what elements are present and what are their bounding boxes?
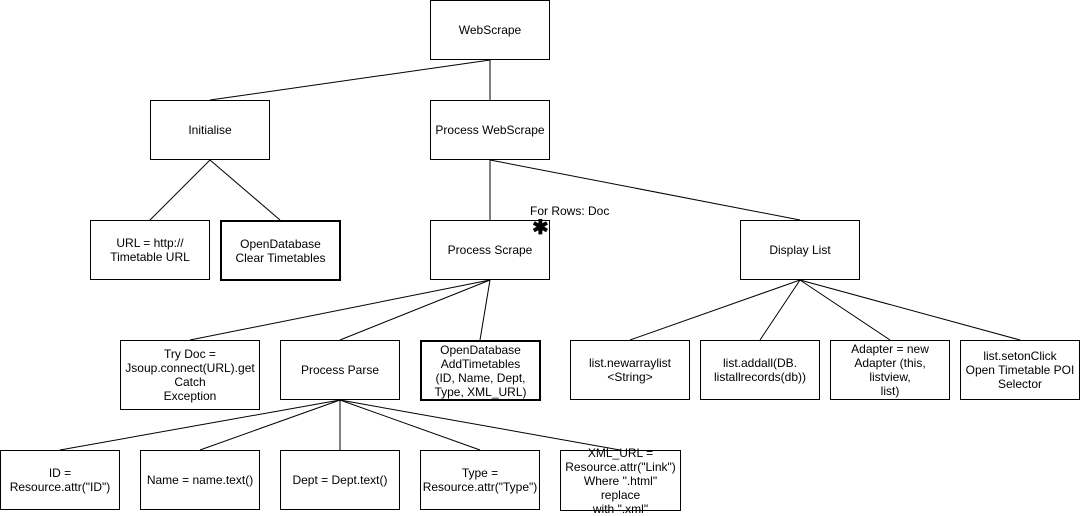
edge bbox=[759, 279, 801, 341]
edge bbox=[479, 279, 491, 341]
edge bbox=[489, 159, 801, 221]
node-type: Type = Resource.attr("Type") bbox=[420, 450, 540, 510]
edge bbox=[629, 279, 801, 341]
node-open-database-clear: OpenDatabase Clear Timetables bbox=[220, 220, 341, 281]
node-list-setonclick: list.setonClick Open Timetable POI Selec… bbox=[960, 340, 1080, 400]
edge bbox=[199, 399, 341, 451]
node-process-scrape: Process Scrape bbox=[430, 220, 550, 280]
node-open-database-add: OpenDatabase AddTimetables (ID, Name, De… bbox=[420, 340, 541, 401]
edge bbox=[149, 159, 211, 221]
node-display-list: Display List bbox=[740, 220, 860, 280]
node-adapter: Adapter = new Adapter (this, listview, l… bbox=[830, 340, 950, 400]
node-process-parse: Process Parse bbox=[280, 340, 400, 400]
edge bbox=[59, 399, 341, 451]
node-list-addall: list.addall(DB. listallrecords(db)) bbox=[700, 340, 820, 400]
node-process-webscrape: Process WebScrape bbox=[430, 100, 550, 160]
edge bbox=[339, 399, 481, 451]
iteration-marker-icon: ✱ bbox=[532, 217, 549, 239]
iteration-label: For Rows: Doc bbox=[530, 204, 610, 218]
node-xml-url: XML_URL = Resource.attr("Link") Where ".… bbox=[560, 446, 681, 516]
edge bbox=[799, 279, 891, 341]
edge bbox=[209, 159, 281, 221]
edge bbox=[339, 279, 491, 341]
node-webscrape: WebScrape bbox=[430, 0, 550, 60]
edge bbox=[799, 279, 1021, 341]
node-url: URL = http:// Timetable URL bbox=[90, 220, 210, 280]
node-dept: Dept = Dept.text() bbox=[280, 450, 400, 510]
edge bbox=[339, 399, 621, 451]
edge bbox=[189, 279, 491, 341]
node-name: Name = name.text() bbox=[140, 450, 260, 510]
node-id: ID = Resource.attr("ID") bbox=[0, 450, 120, 510]
node-initialise: Initialise bbox=[150, 100, 270, 160]
edge bbox=[209, 59, 491, 101]
node-try-doc: Try Doc = Jsoup.connect(URL).get Catch E… bbox=[120, 340, 260, 410]
node-list-newarraylist: list.newarraylist <String> bbox=[570, 340, 690, 400]
